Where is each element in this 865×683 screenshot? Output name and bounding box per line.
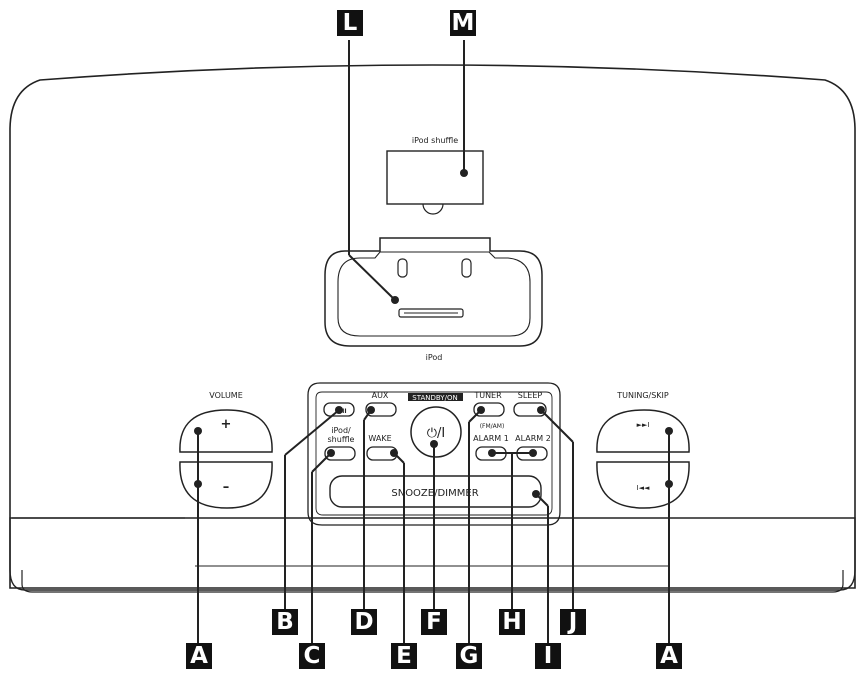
svg-text:E: E [396,643,412,669]
callout-J: J [560,609,586,635]
device-foot [21,570,844,593]
callout-A-left: A [186,643,212,669]
svg-text:H: H [502,609,521,635]
ipod-shuffle-btn-label-2: shuffle [328,435,355,444]
ipod-dock[interactable]: iPod [324,237,543,362]
volume-up-button[interactable] [179,409,273,453]
skip-prev-icon: I◄◄ [637,484,650,492]
tuning-skip-label: TUNING/SKIP [616,391,669,400]
svg-text:B: B [276,609,294,635]
skip-prev-button[interactable] [596,461,690,509]
callout-L: L [337,10,363,36]
alarm1-label: ALARM 1 [473,434,509,443]
callout-F: F [421,609,447,635]
skip-next-icon: ►►I [637,421,650,429]
callout-H: H [499,609,525,635]
standby-on-label: STANDBY/ON [412,394,457,402]
ipod-shuffle-label: iPod shuffle [412,136,458,145]
volume-control[interactable]: VOLUME + – [179,391,273,509]
ipod-shuffle-btn-label-1: iPod/ [331,426,351,435]
svg-text:L: L [343,10,358,36]
aux-label: AUX [372,391,389,400]
volume-down-button[interactable] [179,461,273,509]
svg-text:A: A [190,643,208,669]
volume-minus-label: – [223,480,230,495]
svg-text:C: C [304,643,321,669]
callout-G: G [456,643,482,669]
power-button[interactable] [410,406,462,458]
volume-plus-label: + [221,417,232,432]
leader-lines [197,40,670,643]
volume-label: VOLUME [209,391,243,400]
leader-dots [194,169,673,498]
svg-text:J: J [567,609,578,635]
svg-text:I: I [544,643,553,669]
callout-C: C [299,643,325,669]
svg-text:A: A [660,643,678,669]
callout-B: B [272,609,298,635]
ipod-label: iPod [426,353,443,362]
fm-am-label: (FM/AM) [480,423,505,430]
standby-on-bg [408,393,463,401]
wake-label: WAKE [368,434,391,443]
alarm2-label: ALARM 2 [515,434,551,443]
snooze-dimmer-label: SNOOZE/DIMMER [391,488,478,499]
svg-text:G: G [460,643,479,669]
svg-text:D: D [354,609,373,635]
svg-text:M: M [452,10,475,36]
callout-I: I [535,643,561,669]
callout-M: M [450,10,476,36]
skip-next-button[interactable] [596,409,690,453]
tuning-skip-control[interactable]: TUNING/SKIP ►►I I◄◄ [596,391,690,509]
sleep-button[interactable] [513,402,547,417]
callout-D: D [351,609,377,635]
callout-E: E [391,643,417,669]
sleep-label: SLEEP [518,391,543,400]
callout-labels: L M A B C D E F G H I J A [186,10,682,669]
power-icon: ⏻/I [427,426,446,441]
tuner-label: TUNER [473,391,502,400]
callout-A-right: A [656,643,682,669]
ipod-shuffle-dock[interactable]: iPod shuffle [386,136,484,215]
snooze-dimmer-button[interactable] [329,475,542,508]
svg-text:F: F [426,609,442,635]
